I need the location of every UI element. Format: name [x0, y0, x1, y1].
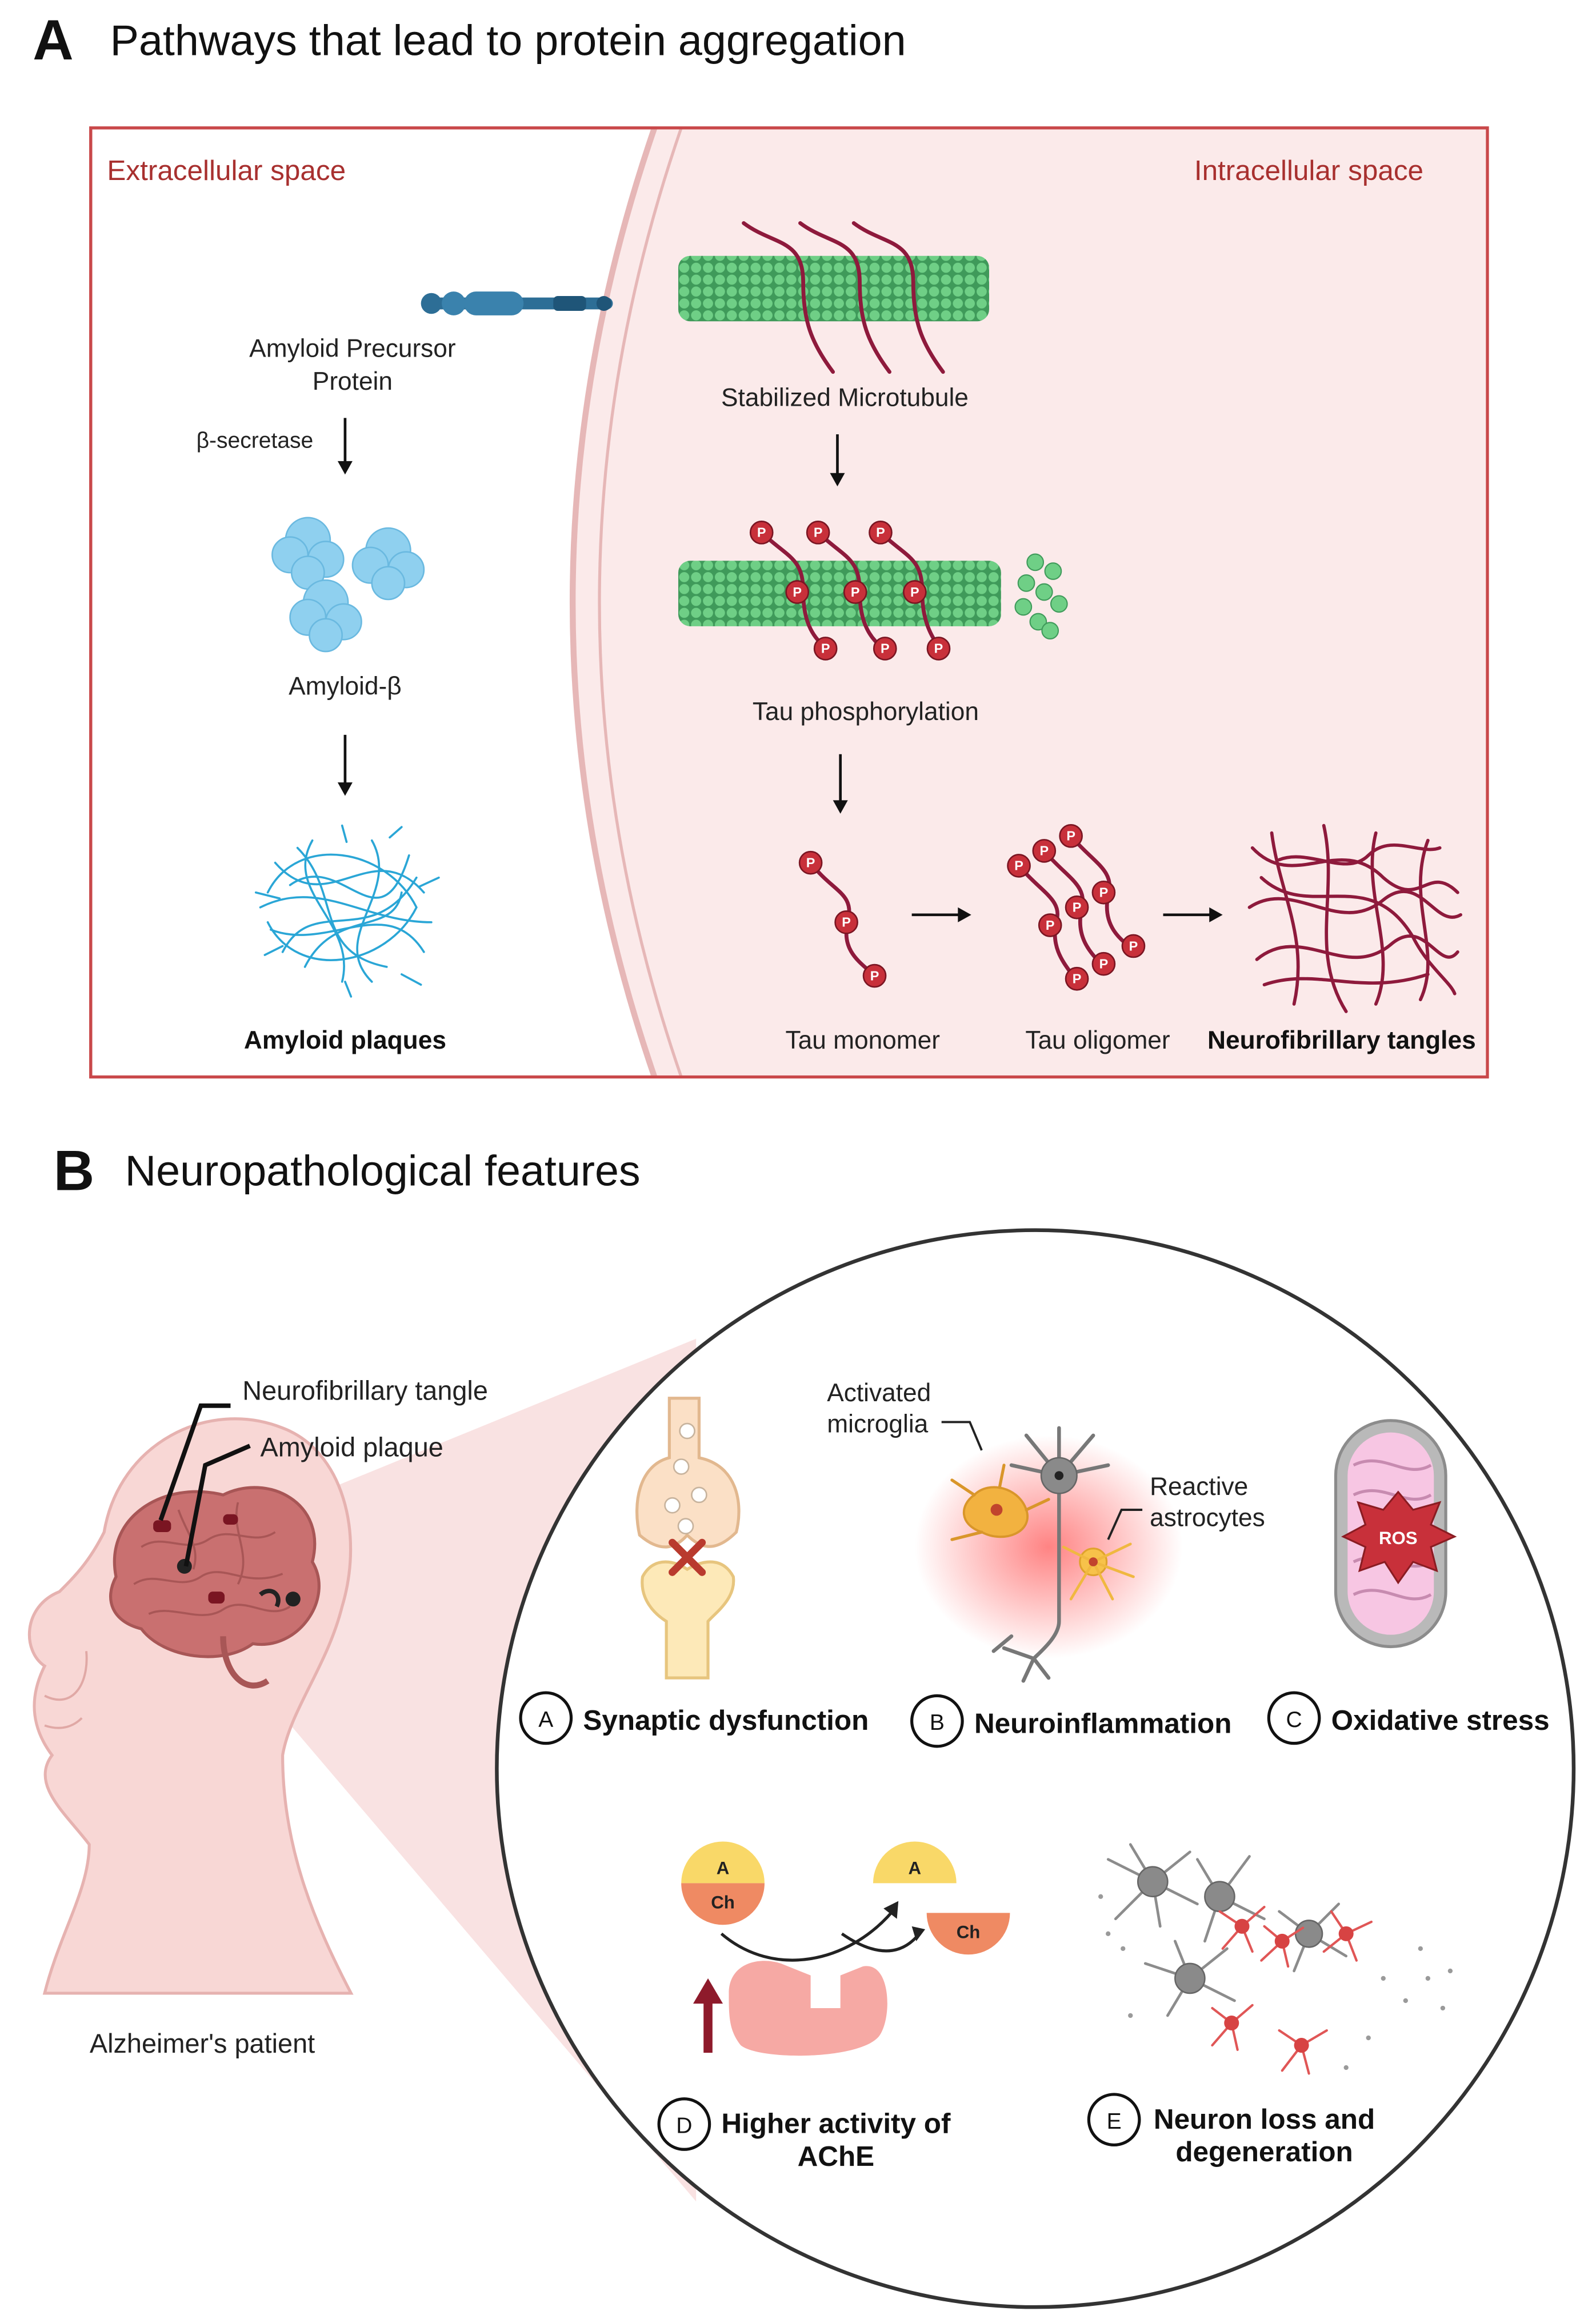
tau-oligomer-icon: P P P P P P P P P — [1007, 824, 1146, 991]
tau-phosphorylation-icon: P P P P P P P P P — [678, 521, 1068, 661]
svg-text:P: P — [1014, 858, 1023, 873]
feature-a-label: Synaptic dysfunction — [583, 1705, 869, 1736]
svg-text:P: P — [757, 525, 766, 540]
nft-label: Neurofibrillary tangle — [242, 1376, 488, 1405]
panel-a: A Pathways that lead to protein aggregat… — [33, 8, 1489, 1079]
neuron-loss-icon — [1098, 1843, 1453, 2075]
intracellular-label: Intracellular space — [1194, 155, 1423, 186]
microglia-pointer — [941, 1421, 983, 1451]
ros-star-icon — [1341, 1490, 1457, 1585]
extracellular-label: Extracellular space — [107, 155, 346, 186]
svg-text:P: P — [870, 968, 879, 983]
amyloid-beta-icon — [271, 517, 425, 653]
panel-a-title: Pathways that lead to protein aggregatio… — [110, 16, 906, 64]
svg-text:P: P — [934, 641, 943, 656]
patient-label: Alzheimer's patient — [90, 2029, 315, 2058]
mitochondrion-icon: ROS — [1334, 1419, 1457, 1649]
svg-text:P: P — [851, 585, 860, 599]
ache-icon: A Ch A Ch — [681, 1841, 1010, 2056]
neurofibrillary-tangles-icon — [1247, 823, 1462, 1013]
feature-d-label-line1: Higher activity of — [721, 2108, 951, 2140]
svg-text:P: P — [1099, 957, 1109, 971]
feature-e-badge: E — [1087, 2093, 1141, 2147]
panel-b-letter: B — [54, 1138, 94, 1202]
app-label-line2: Protein — [313, 367, 393, 395]
feature-d-label-line2: AChE — [798, 2141, 875, 2172]
arrow-mt-to-tauphos — [830, 434, 845, 487]
feature-c-badge: C — [1267, 1691, 1321, 1745]
ros-label: ROS — [1379, 1528, 1418, 1548]
brain-pointer-lines — [158, 1403, 251, 1567]
arrow-tauphos-to-monomer — [833, 754, 848, 814]
svg-text:E: E — [1107, 2109, 1122, 2134]
panel-b-title: Neuropathological features — [125, 1147, 641, 1195]
feature-b-badge: B — [910, 1694, 964, 1748]
svg-text:P: P — [876, 525, 885, 540]
svg-text:D: D — [676, 2114, 692, 2138]
feature-d-badge: D — [657, 2097, 711, 2151]
svg-text:P: P — [1073, 971, 1082, 986]
svg-text:C: C — [1286, 1708, 1302, 1732]
cell-membrane-inner — [598, 127, 683, 1078]
tau-monomer-icon: P P P — [798, 850, 887, 988]
svg-text:Ch: Ch — [957, 1922, 981, 1942]
feature-e-label-line2: degeneration — [1175, 2136, 1353, 2168]
svg-text:A: A — [538, 1708, 553, 1732]
amyloid-plaque-icon — [254, 824, 440, 998]
secretase-label: β-secretase — [197, 428, 314, 453]
neuroinflammation-icon — [914, 1426, 1183, 1683]
svg-text:P: P — [1099, 885, 1109, 900]
neurofibrillary-tangles-label: Neurofibrillary tangles — [1207, 1026, 1476, 1054]
plaque-label: Amyloid plaque — [261, 1432, 443, 1462]
tau-monomer-label: Tau monomer — [785, 1026, 940, 1054]
stabilized-microtubule-icon — [678, 221, 989, 374]
svg-text:P: P — [1039, 843, 1049, 858]
app-label-line1: Amyloid Precursor — [249, 335, 455, 363]
svg-text:Ch: Ch — [711, 1893, 735, 1913]
svg-text:P: P — [1046, 918, 1055, 933]
svg-text:B: B — [930, 1710, 945, 1735]
svg-text:P: P — [1129, 938, 1138, 953]
amyloid-beta-label: Amyloid-β — [289, 673, 402, 701]
feature-a-badge: A — [519, 1691, 573, 1745]
arrow-oligomer-to-tangles — [1163, 907, 1223, 922]
svg-text:P: P — [842, 915, 851, 930]
svg-text:P: P — [1066, 829, 1075, 843]
svg-text:A: A — [717, 1858, 730, 1878]
synapse-icon — [635, 1397, 741, 1680]
amyloid-plaques-label: Amyloid plaques — [244, 1026, 446, 1054]
astrocytes-label-line1: Reactive — [1150, 1473, 1248, 1501]
amyloid-precursor-protein-icon — [421, 291, 613, 315]
panel-b: B Neuropathological features — [27, 1138, 1576, 2309]
astrocytes-label-line2: astrocytes — [1150, 1504, 1265, 1532]
svg-text:P: P — [1073, 900, 1082, 915]
zoom-circle — [495, 1228, 1576, 2309]
arrow-abeta-to-plaques — [337, 734, 353, 796]
svg-text:P: P — [806, 855, 815, 870]
arrow-app-to-abeta — [337, 418, 353, 475]
microglia-label-line1: Activated — [827, 1379, 931, 1407]
feature-b-label: Neuroinflammation — [974, 1708, 1231, 1739]
astrocytes-pointer — [1107, 1509, 1143, 1540]
svg-text:P: P — [910, 585, 919, 599]
feature-c-label: Oxidative stress — [1331, 1705, 1550, 1736]
microglia-label-line2: microglia — [827, 1410, 928, 1438]
svg-text:P: P — [814, 525, 823, 540]
brain-icon — [109, 1486, 321, 1689]
svg-text:A: A — [909, 1858, 922, 1878]
microtubule-label: Stabilized Microtubule — [721, 384, 969, 412]
arrow-monomer-to-oligomer — [911, 907, 971, 922]
tau-oligomer-label: Tau oligomer — [1025, 1026, 1170, 1054]
svg-text:P: P — [821, 641, 830, 656]
panel-a-letter: A — [33, 8, 73, 71]
svg-text:P: P — [881, 641, 890, 656]
svg-text:P: P — [793, 585, 802, 599]
cell-membrane — [569, 127, 658, 1078]
feature-e-label-line1: Neuron loss and — [1154, 2104, 1375, 2135]
tau-phosphorylation-label: Tau phosphorylation — [753, 698, 979, 726]
